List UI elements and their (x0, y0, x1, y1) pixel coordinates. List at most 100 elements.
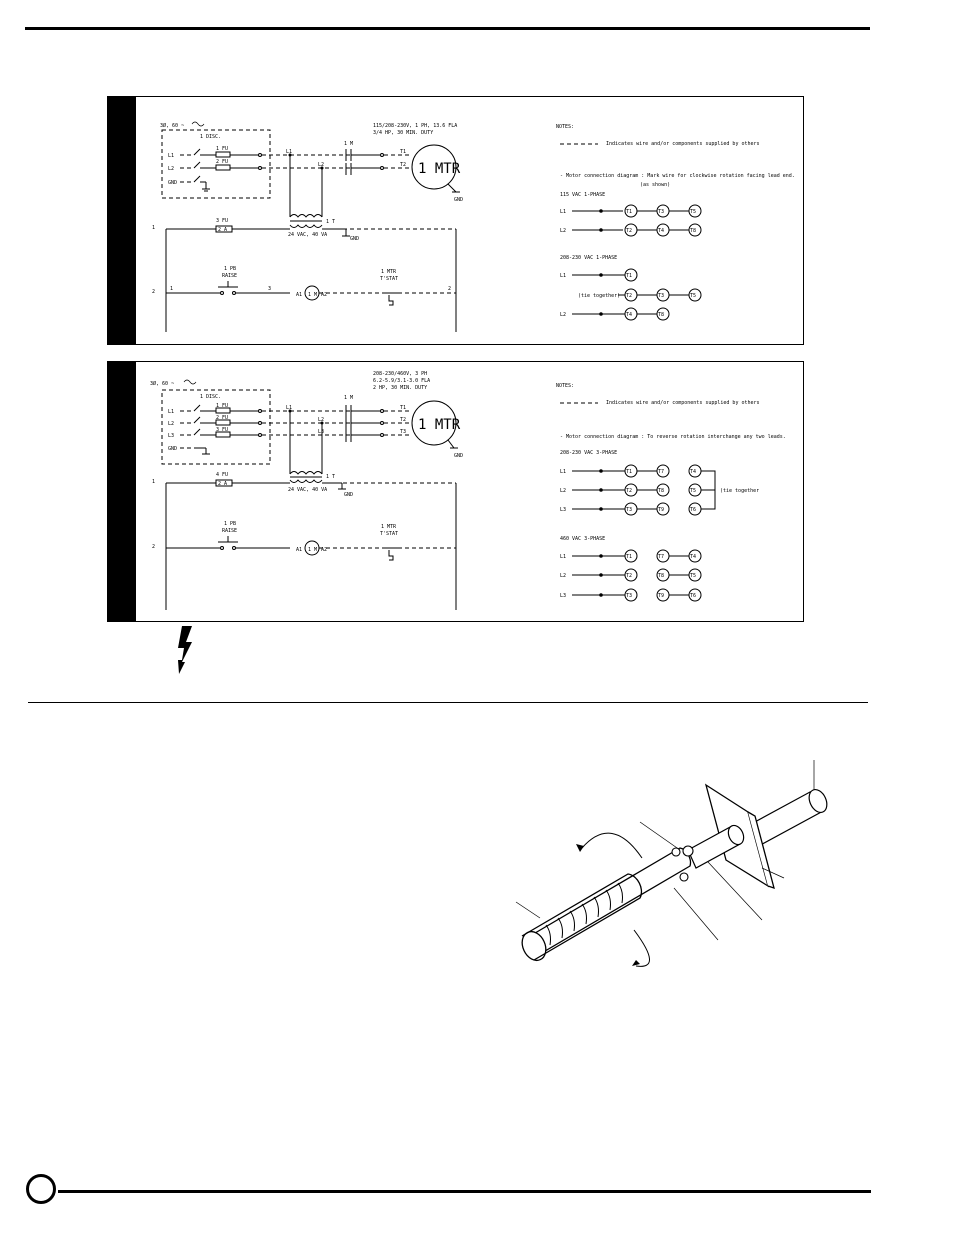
notes-title: NOTES: (556, 124, 574, 130)
transformer-rating: 24 VAC, 40 VA (288, 487, 327, 493)
conn-2-row-l2: L2 T4 T8 (560, 307, 670, 321)
rung-2-number: 2 (152, 544, 155, 550)
motor-spec-1: 115/208-230V, 1 PH, 13.6 FLA (373, 123, 457, 129)
tstat-top-label: 1 MTR (381, 269, 397, 275)
svg-text:T9: T9 (658, 593, 664, 599)
rotation-arrow-bottom (633, 929, 650, 967)
conn-2-row-tie: (tie together) T2 T3 T5 (578, 288, 702, 302)
motor-gnd-label: GND (454, 453, 463, 459)
svg-text:T1: T1 (626, 469, 632, 475)
supply-label: 3Ø, 60 ~ (150, 380, 174, 387)
rotation-arrow-top (581, 832, 643, 859)
ac-symbol (191, 121, 205, 127)
svg-text:T5: T5 (690, 209, 696, 215)
svg-text:T2: T2 (626, 573, 632, 579)
svg-text:T3: T3 (626, 593, 632, 599)
tstat-label: T'STAT (380, 531, 398, 537)
pushbutton-label: 1 PB (224, 521, 236, 527)
motor-t2-label: T2 (400, 417, 406, 423)
ac-symbol (183, 379, 197, 385)
supply-label: 3Ø, 60 ~ (160, 122, 184, 129)
svg-text:T5: T5 (690, 293, 696, 299)
conn-1-row-l3: L3 T3 T9 T6 (560, 502, 702, 516)
svg-text:L2: L2 (560, 228, 566, 234)
motor-spec-2: 3/4 HP, 30 MIN. DUTY (373, 130, 433, 136)
conn-2-title: 460 VAC 3-PHASE (560, 536, 605, 542)
svg-text:L1: L1 (560, 554, 566, 560)
wire-l1-label: L1 (286, 405, 292, 411)
line-gnd-label: GND (168, 180, 177, 186)
note-1: Indicates wire and/or components supplie… (606, 141, 760, 147)
svg-text:T4: T4 (658, 228, 664, 234)
coil-a2-label: A2 (321, 547, 327, 553)
wire-3-number: 3 (268, 286, 271, 292)
disconnect-box (161, 129, 271, 199)
wiring-diagram-single-phase: 3Ø, 60 ~ 1 DISC. L1 L2 GND 1 FU 2 FU L1 … (107, 96, 804, 345)
coil-label: 1 M (308, 292, 317, 298)
fuse-4-rating: 2 A (218, 481, 227, 487)
panel-sidebar (108, 362, 136, 621)
svg-text:T1: T1 (626, 273, 632, 279)
page-number-circle (26, 1174, 56, 1204)
svg-text:L2: L2 (560, 312, 566, 318)
note-2b: (as shown) (640, 182, 670, 188)
line-l1-label: L1 (168, 409, 174, 415)
tie-together-label: (tie together (720, 488, 759, 494)
diagram-1-svg: 3Ø, 60 ~ 1 DISC. L1 L2 GND 1 FU 2 FU L1 … (152, 121, 795, 332)
motor-t1-label: T1 (400, 405, 406, 411)
fuse-2-label: 2 FU (216, 415, 228, 421)
contactor-label: 1 M (344, 141, 353, 147)
coil-a2-label: A2 (321, 292, 327, 298)
svg-text:T1: T1 (626, 554, 632, 560)
svg-text:T8: T8 (658, 573, 664, 579)
svg-text:T5: T5 (690, 573, 696, 579)
transformer-label: 1 T (326, 474, 335, 480)
pushbutton-label: 1 PB (224, 266, 236, 272)
svg-text:L2: L2 (560, 573, 566, 579)
svg-text:T2: T2 (626, 228, 632, 234)
wire-2-number: 2 (448, 286, 451, 292)
motor-spec-3: 2 HP, 30 MIN. DUTY (373, 385, 427, 391)
note-1: Indicates wire and/or components supplie… (606, 400, 760, 406)
svg-text:T5: T5 (690, 488, 696, 494)
coil-a1-label: A1 (296, 292, 302, 298)
svg-text:T4: T4 (690, 554, 696, 560)
conn-2-title: 208-230 VAC 1-PHASE (560, 255, 617, 261)
transformer-rating: 24 VAC, 40 VA (288, 232, 327, 238)
rung-2-number: 2 (152, 289, 155, 295)
svg-text:T4: T4 (690, 469, 696, 475)
wire-l2-label: L2 (318, 417, 324, 423)
svg-text:T9: T9 (658, 507, 664, 513)
fuse-4-label: 4 FU (216, 472, 228, 478)
svg-text:T3: T3 (626, 507, 632, 513)
transformer-secondary (289, 224, 323, 228)
conn-1-row-l2: L2 T2 T4 T8 (560, 223, 702, 237)
svg-text:L1: L1 (560, 209, 566, 215)
tie-bracket (701, 470, 716, 510)
conn-1-row-l2: L2 T2 T8 T5 (560, 483, 702, 497)
transformer-primary (289, 471, 323, 475)
disconnect-label: 1 DISC. (200, 394, 221, 400)
conn-2-row-l2: L2 T2 T8 T5 (560, 568, 702, 582)
line-l3-label: L3 (168, 433, 174, 439)
svg-text:T4: T4 (626, 312, 632, 318)
svg-text:T8: T8 (658, 312, 664, 318)
svg-text:T3: T3 (658, 209, 664, 215)
rung-1-number: 1 (152, 479, 155, 485)
crank-grip (521, 873, 643, 962)
line-l1-label: L1 (168, 153, 174, 159)
motor-spec-2: 6.2-5.9/3.1-3.0 FLA (373, 378, 430, 384)
svg-text:L1: L1 (560, 273, 566, 279)
svg-text:T3: T3 (658, 293, 664, 299)
conn-1-title: 115 VAC 1-PHASE (560, 192, 605, 198)
wire-l3-label: L3 (318, 429, 324, 435)
svg-text:T7: T7 (658, 469, 664, 475)
wire-1-number: 1 (170, 286, 173, 292)
svg-text:T2: T2 (626, 293, 632, 299)
svg-text:T8: T8 (658, 488, 664, 494)
transformer-primary (289, 214, 323, 218)
transformer-gnd-label: GND (350, 236, 359, 242)
line-l2-label: L2 (168, 166, 174, 172)
fuse-2 (215, 164, 231, 171)
bottom-rule (58, 1190, 871, 1193)
